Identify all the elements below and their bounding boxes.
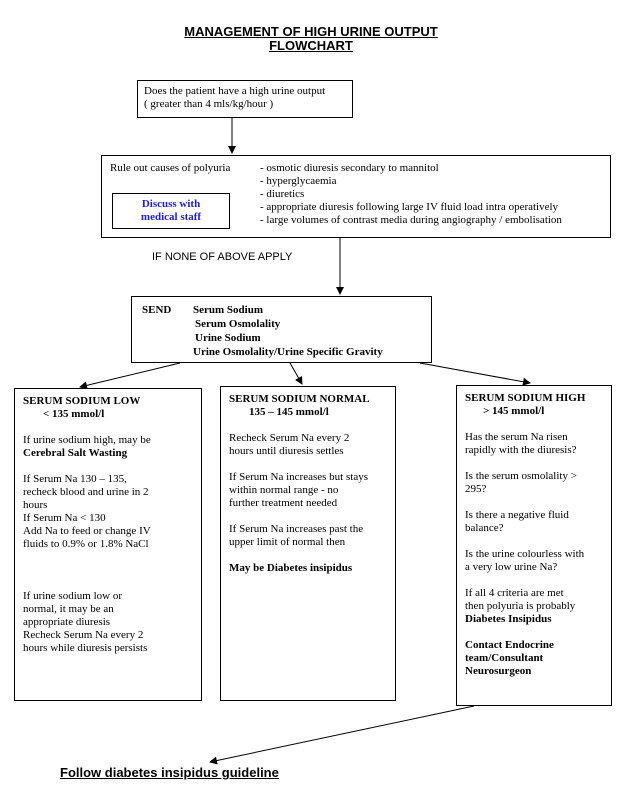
- normal-p1-line: Recheck Serum Na every 2: [229, 432, 350, 444]
- low-p2: If Serum Na 130 – 135, recheck blood and…: [23, 473, 193, 512]
- page-title: MANAGEMENT OF HIGH URINE OUTPUT: [184, 24, 438, 39]
- question-line-2: ( greater than 4 mls/kg/hour ): [144, 98, 274, 110]
- normal-p3: If Serum Na increases past the upper lim…: [229, 523, 387, 549]
- normal-p2-line: within normal range - no: [229, 484, 339, 496]
- normal-p3-line: upper limit of normal then: [229, 536, 346, 548]
- high-q3-line: balance?: [465, 522, 504, 534]
- low-p2-line: hours: [23, 499, 48, 511]
- high-q3-line: Is there a negative fluid: [465, 509, 569, 521]
- high-contact-line: Neurosurgeon: [465, 665, 532, 677]
- send-tests-box: SEND Serum Sodium Serum Osmolality Urine…: [131, 296, 432, 363]
- high-q2-line: 295?: [465, 483, 487, 495]
- high-q1-line: Has the serum Na risen: [465, 431, 568, 443]
- low-p1-bold: Cerebral Salt Wasting: [23, 447, 128, 459]
- high-p5-line: then polyuria is probably: [465, 600, 576, 612]
- send-label: SEND: [142, 304, 172, 316]
- rule-out-label: Rule out causes of polyuria: [110, 162, 231, 174]
- if-none-apply-label: IF NONE OF ABOVE APPLY: [152, 251, 293, 263]
- cause-item: osmotic diuresis secondary to mannitol: [260, 162, 562, 175]
- low-p3-line: fluids to 0.9% or 1.8% NaCl: [23, 538, 149, 550]
- normal-p2-line: If Serum Na increases but stays: [229, 471, 368, 483]
- high-contact-line: Contact Endocrine: [465, 639, 554, 651]
- serum-sodium-normal-box: SERUM SODIUM NORMAL 135 – 145 mmol/l Rec…: [220, 386, 396, 701]
- low-p4: If urine sodium low or normal, it may be…: [23, 590, 193, 655]
- discuss-with-medical-staff-box: Discuss with medical staff: [112, 193, 230, 229]
- cause-item: appropriate diuresis following large IV …: [260, 201, 562, 214]
- arrow-send-to-high: [419, 362, 531, 386]
- high-p5-line: If all 4 criteria are met: [465, 587, 564, 599]
- discuss-line-2: medical staff: [140, 211, 202, 223]
- low-p1: If urine sodium high, may be: [23, 434, 151, 446]
- cause-item: diuretics: [260, 188, 562, 201]
- send-test-item: Urine Osmolality/Urine Specific Gravity: [193, 346, 383, 358]
- polyuria-causes-list: osmotic diuresis secondary to mannitol h…: [260, 162, 562, 227]
- normal-p1: Recheck Serum Na every 2 hours until diu…: [229, 432, 387, 458]
- low-p4-line: appropriate diuresis: [23, 616, 111, 628]
- high-q4-line: a very low urine Na?: [465, 561, 558, 573]
- cause-item: large volumes of contrast media during a…: [260, 214, 562, 227]
- high-q4: Is the urine colourless with a very low …: [465, 548, 603, 574]
- high-p5-bold: Diabetes Insipidus: [465, 613, 552, 625]
- low-p4-line: normal, it may be an: [23, 603, 114, 615]
- serum-sodium-low-box: SERUM SODIUM LOW < 135 mmol/l If urine s…: [14, 388, 202, 701]
- low-range: < 135 mmol/l: [43, 408, 105, 420]
- high-contact: Contact Endocrine team/Consultant Neuros…: [465, 639, 603, 678]
- high-q2-line: Is the serum osmolality >: [465, 470, 577, 482]
- low-p2-line: recheck blood and urine in 2: [23, 486, 149, 498]
- page-subtitle: FLOWCHART: [269, 38, 353, 53]
- high-q2: Is the serum osmolality > 295?: [465, 470, 603, 496]
- discuss-line-1: Discuss with: [141, 198, 201, 210]
- arrow-send-to-low: [79, 362, 181, 390]
- send-test-item: Serum Sodium: [193, 304, 263, 316]
- high-q3: Is there a negative fluid balance?: [465, 509, 603, 535]
- high-contact-line: team/Consultant: [465, 652, 544, 664]
- high-p5: If all 4 criteria are met then polyuria …: [465, 587, 603, 626]
- normal-p4-bold: May be Diabetes insipidus: [229, 562, 353, 574]
- high-heading: SERUM SODIUM HIGH: [465, 392, 586, 404]
- low-p4-line: Recheck Serum Na every 2: [23, 629, 144, 641]
- low-p2-line: If Serum Na 130 – 135,: [23, 473, 127, 485]
- normal-p1-line: hours until diuresis settles: [229, 445, 344, 457]
- cause-item: hyperglycaemia: [260, 175, 562, 188]
- normal-heading: SERUM SODIUM NORMAL: [229, 393, 370, 405]
- follow-guideline-link[interactable]: Follow diabetes insipidus guideline: [60, 765, 279, 780]
- low-p4-line: If urine sodium low or: [23, 590, 122, 602]
- high-q1-line: rapidly with the diuresis?: [465, 444, 577, 456]
- question-line-1: Does the patient have a high urine outpu…: [144, 85, 326, 97]
- normal-p2-line: further treatment needed: [229, 497, 338, 509]
- low-heading: SERUM SODIUM LOW: [23, 395, 141, 407]
- send-test-item: Urine Sodium: [195, 332, 261, 344]
- normal-p3-line: If Serum Na increases past the: [229, 523, 364, 535]
- low-p4-line: hours while diuresis persists: [23, 642, 148, 654]
- low-p3-line: If Serum Na < 130: [23, 512, 106, 524]
- arrow-send-to-normal: [289, 362, 303, 385]
- arrow-high-to-guideline: [209, 705, 475, 765]
- high-urine-output-question-box: Does the patient have a high urine outpu…: [137, 80, 353, 118]
- high-q4-line: Is the urine colourless with: [465, 548, 585, 560]
- high-range: > 145 mmol/l: [483, 405, 545, 417]
- high-q1: Has the serum Na risen rapidly with the …: [465, 431, 603, 457]
- low-p3: If Serum Na < 130 Add Na to feed or chan…: [23, 512, 193, 551]
- normal-range: 135 – 145 mmol/l: [249, 406, 329, 418]
- normal-p2: If Serum Na increases but stays within n…: [229, 471, 387, 510]
- low-p3-line: Add Na to feed or change IV: [23, 525, 151, 537]
- serum-sodium-high-box: SERUM SODIUM HIGH > 145 mmol/l Has the s…: [456, 385, 612, 706]
- send-test-item: Serum Osmolality: [195, 318, 281, 330]
